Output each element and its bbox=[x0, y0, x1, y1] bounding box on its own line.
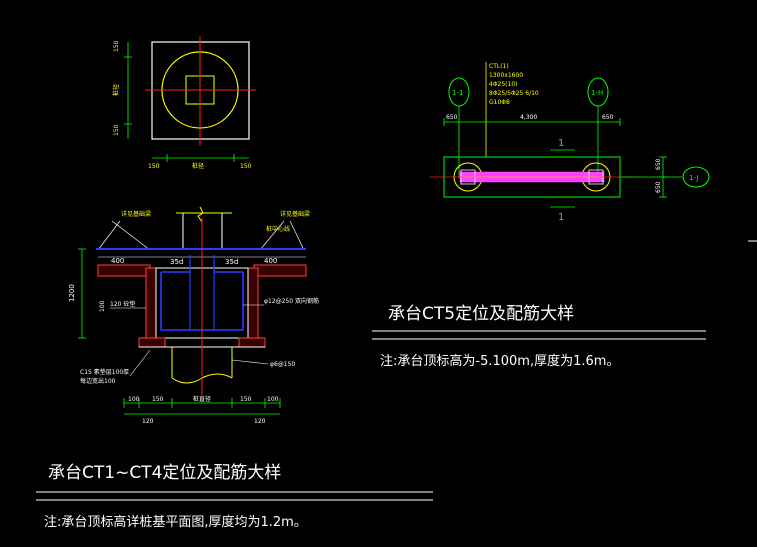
section-dim-35d-right: 35d bbox=[225, 258, 238, 266]
ct5-note-0: CTL(1) bbox=[489, 63, 509, 70]
axis-tag-1-j: 1-J bbox=[689, 174, 698, 182]
ct5-dim-right: 650 bbox=[602, 114, 614, 121]
section-dim-400-left: 400 bbox=[111, 257, 124, 265]
right-wall-hatch bbox=[247, 267, 259, 339]
plan-dim-left: 150 bbox=[148, 163, 160, 170]
section-rebar-note: φ12@250 双向钢筋 bbox=[264, 297, 319, 305]
ct14-note: 注:承台顶标高详桩基平面图,厚度均为1.2m。 bbox=[44, 514, 307, 530]
section-stirrup-note: φ6@150 bbox=[270, 361, 295, 368]
plan-dim-right: 150 bbox=[240, 163, 252, 170]
ct14-title-block: 承台CT1~CT4定位及配筋大样 注:承台顶标高详桩基平面图,厚度均为1.2m。 bbox=[36, 463, 433, 530]
section-bottom-dim-1: 150 bbox=[152, 396, 164, 403]
section-cushion-note: C15 素垫层100厚 bbox=[80, 368, 129, 376]
pile-cap-plan-view: 150 桩径 150 150 桩径 150 bbox=[112, 36, 256, 170]
section-bottom-dim-4: 100 bbox=[267, 396, 279, 403]
ct14-title: 承台CT1~CT4定位及配筋大样 bbox=[48, 463, 281, 483]
section-height-dim: 1200 bbox=[68, 284, 76, 302]
ct5-dim-left: 650 bbox=[446, 114, 458, 121]
section-bottom-dim-2: 桩直径 bbox=[193, 395, 211, 403]
section-top-right-note: 详见基础梁 bbox=[280, 210, 310, 218]
ct5-title-block: 承台CT5定位及配筋大样 注:承台顶标高为-5.100m,厚度为1.6m。 bbox=[372, 304, 706, 369]
ct5-note-2: 4Φ25(10) bbox=[489, 81, 518, 88]
right-ledge-hatch bbox=[253, 264, 307, 277]
pile-cap-section-view: 详见基础梁 详见基础梁 桩中心线 400 35d 35d 400 bbox=[68, 206, 319, 425]
ct5-title: 承台CT5定位及配筋大样 bbox=[388, 304, 574, 324]
plan-bottom-label: 桩径 bbox=[192, 162, 204, 170]
left-ledge-hatch bbox=[97, 264, 151, 277]
section-bottom2-dim-1: 120 bbox=[254, 418, 266, 425]
ct5-note-1: 1300x1600 bbox=[489, 72, 523, 79]
axis-tag-1-1: 1-1 bbox=[452, 89, 463, 97]
ct5-dim-v1: 650 bbox=[655, 158, 662, 170]
plan-side-label: 桩径 bbox=[112, 84, 120, 96]
ct5-note-3: 8Φ25/5Φ25 6/10 bbox=[489, 90, 539, 97]
section-axis-note: 桩中心线 bbox=[266, 225, 290, 233]
plan-dim-bottom: 150 bbox=[113, 124, 120, 136]
ct5-note-4: G10Φ8 bbox=[489, 99, 510, 106]
ct5-dim-mid: 4,300 bbox=[520, 114, 537, 121]
section-top-left-note: 详见基础梁 bbox=[121, 210, 151, 218]
left-wall-hatch bbox=[145, 267, 157, 339]
axis-tag-1-h: 1-H bbox=[591, 89, 603, 97]
section-dim-400-right: 400 bbox=[264, 257, 277, 265]
section-bottom-dim-0: 100 bbox=[128, 396, 140, 403]
axis-bubble-1-j bbox=[682, 166, 710, 188]
ct5-dim-v2: 650 bbox=[655, 181, 662, 193]
section-cover-note: 120 砼垫 bbox=[110, 300, 135, 308]
section-dim-100: 100 bbox=[99, 300, 106, 312]
ct5-section-mark-bottom: 1 bbox=[558, 212, 564, 223]
section-cushion-note2: 每边宽出100 bbox=[80, 377, 116, 385]
plan-dim-top: 150 bbox=[113, 40, 120, 52]
section-bottom-dim-3: 150 bbox=[240, 396, 252, 403]
section-dim-35d-left: 35d bbox=[170, 258, 183, 266]
ct5-plan-view: CTL(1) 1300x1600 4Φ25(10) 8Φ25/5Φ25 6/10… bbox=[430, 62, 710, 223]
ct5-section-mark-top: 1 bbox=[558, 138, 564, 149]
section-bottom2-dim-0: 120 bbox=[142, 418, 154, 425]
ct5-note: 注:承台顶标高为-5.100m,厚度为1.6m。 bbox=[380, 353, 619, 369]
